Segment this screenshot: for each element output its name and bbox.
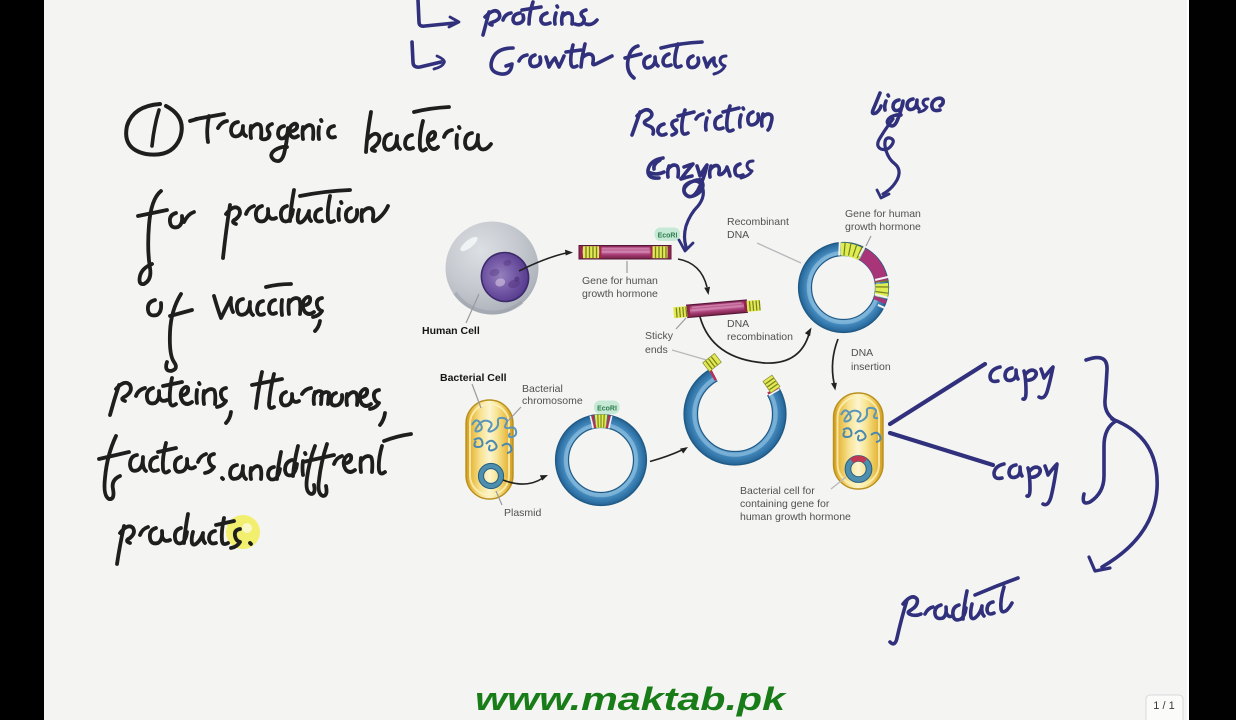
svg-text:Gene for human: Gene for human (582, 275, 658, 287)
svg-text:Sticky: Sticky (645, 330, 674, 342)
svg-text:Human Cell: Human Cell (422, 325, 480, 337)
svg-text:Bacterial cell for: Bacterial cell for (740, 485, 815, 497)
svg-text:1 / 1: 1 / 1 (1153, 700, 1174, 712)
svg-text:Bacterial Cell: Bacterial Cell (440, 372, 507, 384)
svg-text:insertion: insertion (851, 361, 891, 373)
svg-text:DNA: DNA (851, 347, 873, 359)
svg-text:DNA: DNA (727, 229, 749, 241)
svg-text:EcoRI: EcoRI (658, 233, 678, 240)
svg-text:DNA: DNA (727, 318, 749, 330)
svg-text:human growth hormone: human growth hormone (740, 511, 851, 523)
svg-text:Plasmid: Plasmid (504, 507, 542, 519)
svg-text:Recombinant: Recombinant (727, 216, 789, 228)
svg-text:containing gene for: containing gene for (740, 498, 830, 510)
svg-text:Bacterial: Bacterial (522, 383, 563, 395)
svg-text:Gene for human: Gene for human (845, 208, 921, 220)
svg-text:www.maktab.pk: www.maktab.pk (475, 681, 788, 717)
svg-text:growth hormone: growth hormone (845, 221, 921, 233)
svg-text:recombination: recombination (727, 331, 793, 343)
svg-text:growth hormone: growth hormone (582, 288, 658, 300)
svg-text:ends: ends (645, 344, 668, 356)
svg-text:chromosome: chromosome (522, 395, 583, 407)
svg-text:EcoRI: EcoRI (597, 406, 617, 413)
